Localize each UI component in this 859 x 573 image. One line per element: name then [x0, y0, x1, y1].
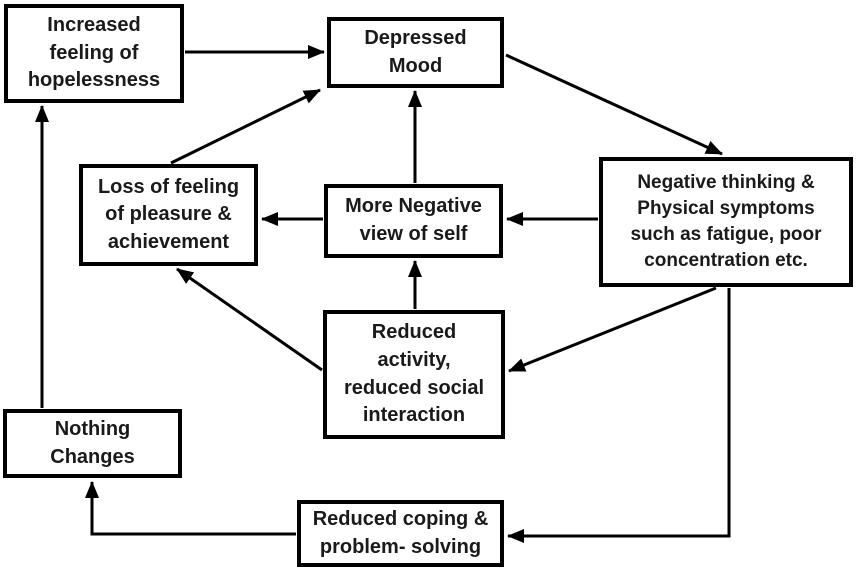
- node-negative-thinking: Negative thinking & Physical symptoms su…: [599, 157, 853, 287]
- node-increased-hopelessness: Increased feeling of hopelessness: [4, 4, 184, 103]
- arrow-negative-thinking-to-reduced-coping: [507, 288, 731, 543]
- node-reduced-coping: Reduced coping & problem- solving: [297, 500, 504, 567]
- node-negative-view-of-self: More Negative view of self: [324, 184, 503, 258]
- arrow-reduced-coping-to-nothing-changes: [85, 481, 296, 536]
- arrow-depressed-mood-to-negative-thinking: [505, 53, 723, 156]
- node-reduced-activity: Reduced activity, reduced social interac…: [323, 310, 505, 439]
- arrow-loss-of-pleasure-to-depressed-mood: [170, 88, 321, 165]
- arrow-negative-thinking-to-reduced-activity: [508, 286, 717, 373]
- node-depressed-mood: Depressed Mood: [327, 17, 504, 88]
- arrow-reduced-activity-to-loss-of-pleasure: [176, 267, 323, 372]
- node-loss-of-pleasure: Loss of feeling of pleasure & achievemen…: [79, 164, 258, 266]
- node-nothing-changes: Nothing Changes: [3, 409, 182, 478]
